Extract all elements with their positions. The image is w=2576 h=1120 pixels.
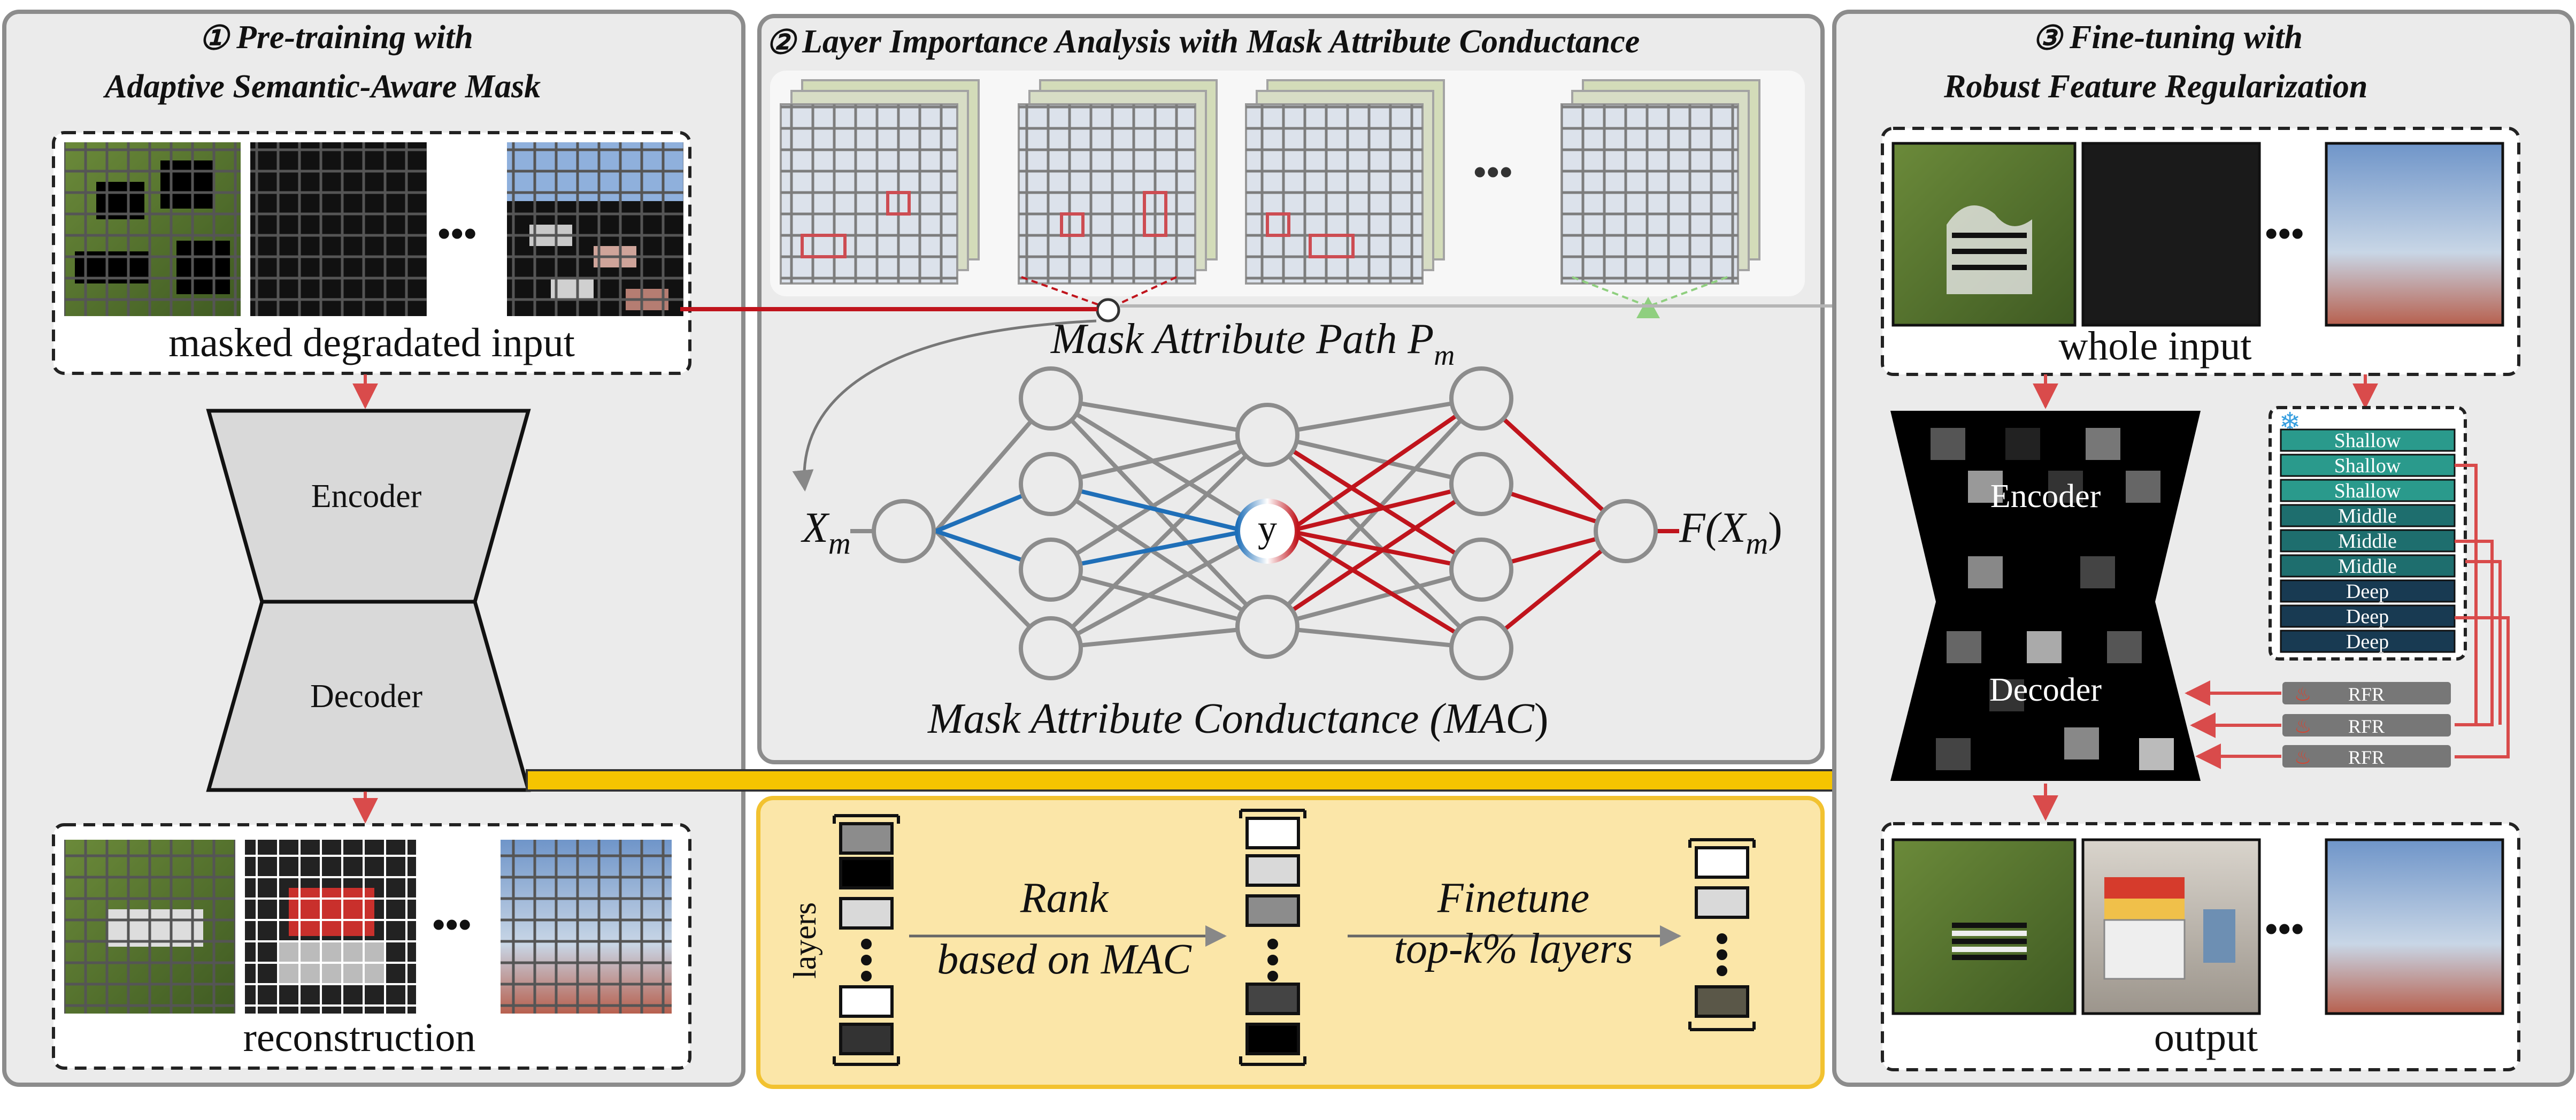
layer-stack-ranked [1239, 809, 1306, 1066]
masked-image-3 [507, 142, 683, 316]
mask-stack-1 [780, 79, 980, 285]
y-label: y [1258, 507, 1277, 550]
panel3-title-line2: Robust Feature Regularization [1943, 68, 2367, 105]
fire-icon-2: ♨ [2294, 716, 2311, 737]
panel-layer-importance: ② Layer Importance Analysis with Mask At… [757, 14, 1825, 764]
whole-input-ellipsis: ••• [2265, 213, 2304, 255]
rfr-modules: ♨ RFR ♨ RFR ♨ RFR [2282, 682, 2451, 768]
rank-label-1: Rank [1020, 874, 1109, 922]
panel-pretraining: ① Pre-training with Adaptive Semantic-Aw… [2, 10, 745, 1087]
rfr-connectors [2455, 464, 2510, 758]
decoder-label: Decoder [310, 678, 422, 715]
layer-middle-3: Middle [2338, 555, 2397, 578]
whole-input-dark [2081, 142, 2261, 327]
mac-label: Mask Attribute Conductance (MAC) [927, 695, 1549, 742]
layer-middle-2: Middle [2338, 530, 2397, 553]
rfr-label-3: RFR [2348, 747, 2385, 768]
neural-network [850, 366, 1679, 680]
panel3-title-line1: Fine-tuning with [2069, 19, 2303, 56]
mask-stack-3 [1245, 79, 1445, 285]
fire-icon-3: ♨ [2294, 747, 2311, 768]
reconstruction-label: reconstruction [243, 1015, 476, 1060]
panel3-number: ③ [2032, 20, 2064, 57]
rfr-arrows [2185, 680, 2281, 769]
mask-attribute-path-label: Mask Attribute Path Pm [1050, 316, 1455, 371]
layer-deep-3: Deep [2346, 631, 2389, 653]
panel2-title: Layer Importance Analysis with Mask Attr… [802, 24, 1640, 60]
whole-input-label: whole input [2059, 324, 2252, 369]
panel2-number: ② [766, 25, 798, 61]
finetune-label-2: top-k% layers [1394, 925, 1633, 972]
layer-deep-2: Deep [2346, 605, 2389, 628]
mask-stack-4 [1560, 79, 1760, 285]
output-zebra [1891, 838, 2077, 1015]
panel1-title-line1: Pre-training with [236, 19, 473, 56]
layer-shallow-2: Shallow [2334, 455, 2401, 477]
output-ellipsis: ••• [2265, 909, 2304, 950]
fire-icon-1: ♨ [2294, 684, 2311, 705]
layer-middle-1: Middle [2338, 505, 2397, 527]
finetune-label-1: Finetune [1437, 874, 1589, 922]
mask-stack-2 [1018, 79, 1218, 285]
rank-label-2: based on MAC [937, 936, 1192, 983]
whole-input-zebra [1891, 142, 2077, 327]
whole-input-city [2325, 142, 2504, 327]
x-input-label: Xm [801, 504, 851, 561]
layer-shallow-3: Shallow [2334, 480, 2401, 502]
panel-finetuning: ③ Fine-tuning with Robust Feature Regula… [1832, 10, 2574, 1087]
output-city [2325, 838, 2504, 1015]
panel1-number: ① [199, 20, 231, 57]
layer-stack-topk [1688, 838, 1756, 1031]
ft-encoder-decoder [1890, 411, 2201, 781]
masked-image-1 [64, 142, 241, 316]
recon-image-2 [245, 840, 416, 1014]
panel-layer-ranking: layers Rank based on MAC Finetune top-k%… [756, 796, 1825, 1089]
panel1-title-line2: Adaptive Semantic-Aware Mask [103, 68, 541, 105]
output-room [2081, 838, 2261, 1015]
mask-stack-ellipsis: ••• [1473, 152, 1513, 193]
ft-encoder-label: Encoder [1990, 478, 2101, 515]
input-ellipsis: ••• [437, 213, 477, 255]
path-to-input-arrow [792, 319, 1097, 492]
output-neuron-y [1235, 498, 1300, 564]
recon-image-1 [64, 840, 235, 1014]
recon-ellipsis: ••• [432, 904, 472, 946]
rfr-label-2: RFR [2348, 716, 2385, 737]
f-output-label: F(Xm) [1679, 504, 1782, 561]
layer-deep-1: Deep [2346, 580, 2389, 603]
layer-list: Shallow Shallow Shallow Middle Middle Mi… [2280, 428, 2456, 653]
masked-input-label: masked degradated input [168, 320, 575, 365]
encoder-label: Encoder [311, 478, 422, 515]
layer-shallow-1: Shallow [2334, 429, 2401, 452]
layer-stack-unsorted [833, 814, 900, 1066]
rfr-label-1: RFR [2348, 684, 2385, 705]
layers-label: layers [787, 902, 822, 979]
masked-image-2 [250, 142, 427, 316]
output-label: output [2154, 1015, 2258, 1060]
ft-decoder-label: Decoder [1989, 672, 2102, 708]
recon-image-3 [501, 840, 672, 1014]
